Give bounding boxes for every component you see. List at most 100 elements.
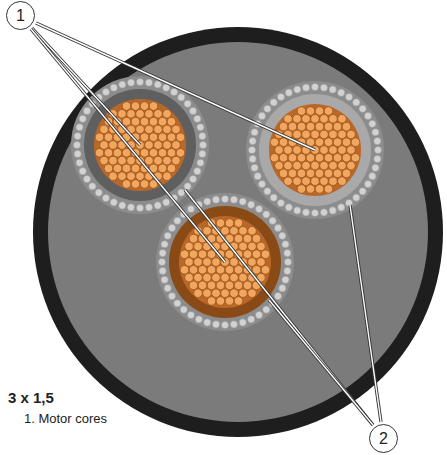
copper-strand (140, 180, 149, 189)
copper-strand (338, 161, 347, 170)
screen-wire (79, 168, 86, 175)
screen-wire (102, 88, 109, 95)
copper-strand (140, 133, 149, 142)
copper-strand (216, 219, 225, 228)
screen-wire (163, 199, 170, 206)
copper-strand (297, 107, 306, 116)
callout-number: 2 (379, 431, 388, 447)
copper-strand (122, 102, 131, 111)
outer-sheath (33, 27, 443, 437)
copper-strand (311, 177, 320, 186)
copper-strand (320, 115, 329, 124)
copper-strand (248, 242, 257, 251)
copper-strand (167, 148, 176, 157)
copper-strand (109, 172, 118, 181)
copper-strand (122, 180, 131, 189)
copper-strand (347, 130, 356, 139)
copper-strand (203, 289, 212, 298)
copper-strand (257, 258, 266, 267)
copper-strand (279, 138, 288, 147)
copper-strand (306, 185, 315, 194)
copper-strand (100, 141, 109, 150)
screen-wire (95, 189, 102, 196)
screen-wire (161, 241, 168, 248)
copper-strand (163, 141, 172, 150)
copper-strand (127, 172, 136, 181)
screen-wire (197, 159, 204, 166)
copper-strand (230, 227, 239, 236)
copper-strand (243, 281, 252, 290)
copper-strand (154, 141, 163, 150)
screen-wire (145, 79, 152, 86)
copper-strand (329, 146, 338, 155)
screen-wire (285, 89, 292, 96)
copper-strand (185, 273, 194, 282)
screen-wire (119, 202, 126, 209)
copper-strand (306, 122, 315, 131)
copper-strand (185, 242, 194, 251)
screen-wire (189, 175, 196, 182)
screen-wire (145, 204, 152, 211)
copper-strand (234, 265, 243, 274)
copper-strand (212, 273, 221, 282)
copper-strand (333, 122, 342, 131)
copper-strand (163, 110, 172, 119)
screen-wire (154, 202, 161, 209)
screen-wire (248, 146, 255, 153)
copper-strand (243, 250, 252, 259)
copper-strand (252, 265, 261, 274)
screen-wire (178, 189, 185, 196)
copper-strand (297, 122, 306, 131)
screen-wire (248, 201, 255, 208)
screen-wire (369, 120, 376, 127)
copper-strand (198, 250, 207, 259)
copper-strand (127, 110, 136, 119)
screen-wire (239, 198, 246, 205)
screen-wire (277, 199, 284, 206)
copper-strand (198, 281, 207, 290)
screen-wire (76, 159, 83, 166)
copper-strand (257, 242, 266, 251)
screen-wire (212, 321, 219, 328)
copper-strand (149, 148, 158, 157)
copper-strand (100, 156, 109, 165)
copper-strand (203, 273, 212, 282)
copper-strand (347, 161, 356, 170)
screen-wire (194, 168, 201, 175)
screen-wire (212, 196, 219, 203)
copper-strand (302, 161, 311, 170)
copper-strand (311, 115, 320, 124)
screen-wire (174, 300, 181, 307)
cable-size: 3 x 1,5 (8, 389, 54, 406)
copper-strand (221, 273, 230, 282)
copper-strand (261, 250, 270, 259)
copper-strand (239, 289, 248, 298)
screen-wire (302, 209, 309, 216)
screen-wire (204, 198, 211, 205)
copper-strand (189, 281, 198, 290)
screen-wire (353, 194, 360, 201)
copper-strand (113, 148, 122, 157)
copper-strand (109, 141, 118, 150)
copper-strand (324, 138, 333, 147)
copper-strand (172, 156, 181, 165)
screen-wire (284, 249, 291, 256)
copper-strand (279, 153, 288, 162)
copper-strand (320, 146, 329, 155)
copper-strand (154, 110, 163, 119)
copper-strand (324, 185, 333, 194)
screen-wire (264, 105, 271, 112)
copper-strand (140, 102, 149, 111)
copper-strand (104, 164, 113, 173)
copper-strand (302, 177, 311, 186)
screen-wire (372, 164, 379, 171)
copper-strand (293, 115, 302, 124)
copper-strand (297, 185, 306, 194)
screen-wire (187, 205, 194, 212)
copper-strand (140, 148, 149, 157)
screen-wire (374, 137, 381, 144)
copper-strand (131, 117, 140, 126)
copper-strand (288, 169, 297, 178)
copper-strand (118, 156, 127, 165)
